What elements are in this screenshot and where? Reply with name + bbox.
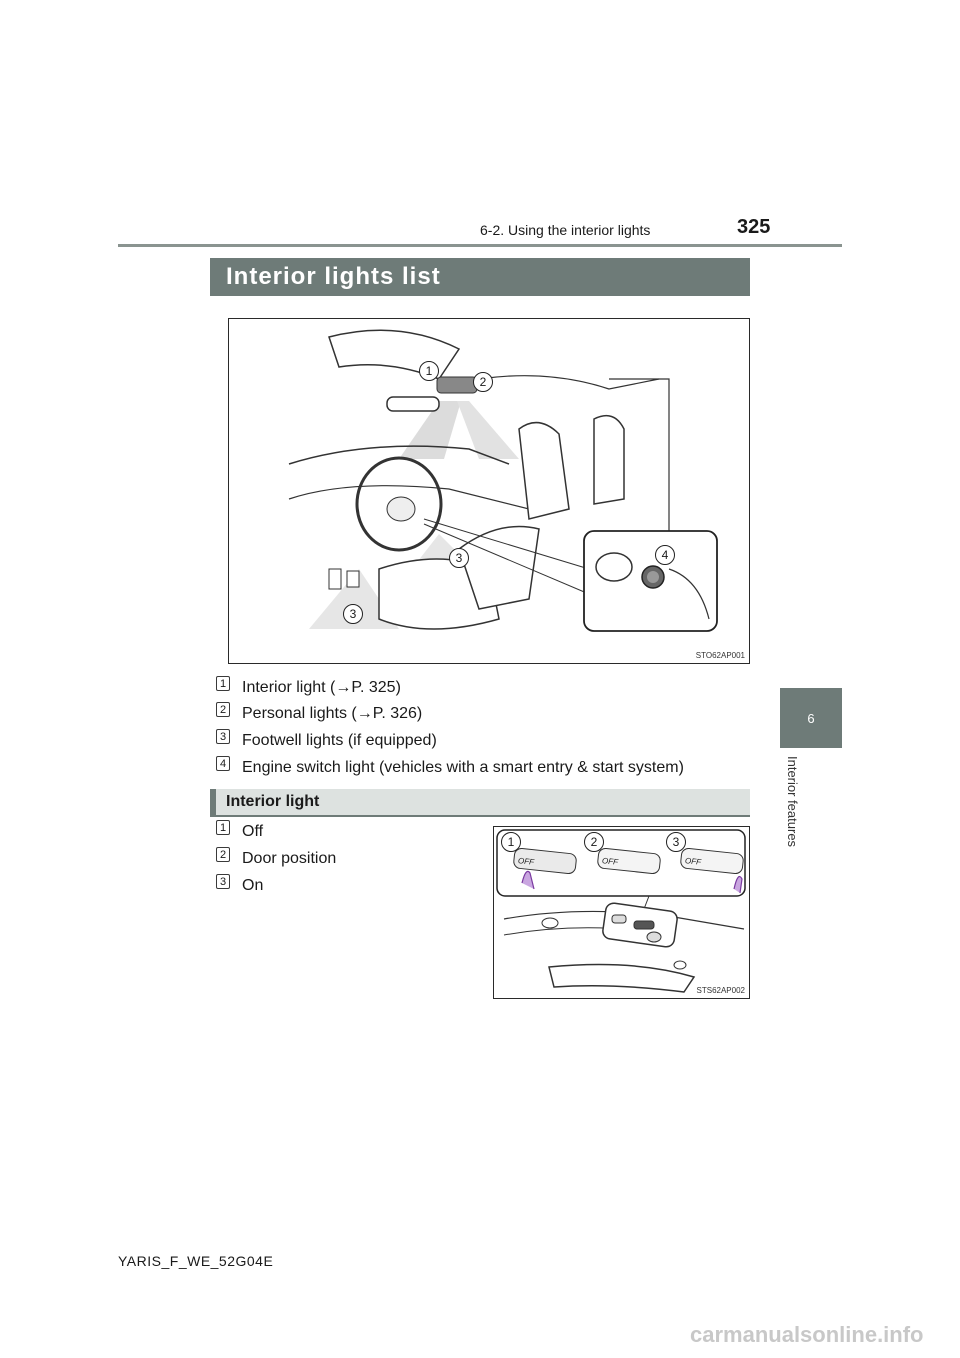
chapter-title: Interior features [785,756,800,848]
list-number: 1 [216,820,230,835]
list-item: Off [242,823,264,840]
list-number: 3 [216,874,230,889]
list-number: 4 [216,756,230,771]
callout-2: 2 [584,832,604,852]
switch-off-label: OFF [601,856,619,867]
header-rule [118,244,842,247]
list-item: Door position [242,850,337,867]
callout-3b: 3 [343,604,363,624]
subsection-title-text: Interior light [226,793,320,810]
figure-interior-light-switch: OFF OFF OFF 1 2 3 STS62AP002 [493,826,750,999]
interior-light-illustration [496,829,746,993]
chapter-number: 6 [807,710,815,726]
list-item: Personal lights (→P. 326) [242,705,423,722]
list-number: 1 [216,676,230,691]
chapter-tab[interactable]: 6 [780,688,842,748]
list-number: 2 [216,847,230,862]
callout-1: 1 [501,832,521,852]
list-item: Interior light (→P. 325) [242,679,401,696]
callout-1: 1 [419,361,439,381]
list-item: Footwell lights (if equipped) [242,732,437,749]
manual-code: YARIS_F_WE_52G04E [118,1253,274,1269]
switch-off-label: OFF [517,856,535,867]
figure-code: STO62AP001 [695,651,745,660]
callout-3a: 3 [449,548,469,568]
list-number: 2 [216,702,230,717]
list-item: On [242,877,264,894]
callout-2: 2 [473,372,493,392]
page-title: Interior lights list [210,258,750,296]
section-heading: 6-2. Using the interior lights [480,222,651,238]
page-number: 325 [737,216,771,238]
callout-4: 4 [655,545,675,565]
callout-3: 3 [666,832,686,852]
list-item: Engine switch light (vehicles with a sma… [242,759,684,776]
list-number: 3 [216,729,230,744]
subsection-title: Interior light [210,789,750,817]
page-title-text: Interior lights list [226,263,441,290]
watermark[interactable]: carmanualsonline.info [690,1322,924,1347]
figure-code: STS62AP002 [696,986,745,995]
car-interior-illustration [288,329,718,632]
figure-interior-overview: 1 2 3 3 4 STO62AP001 [228,318,750,664]
switch-off-label: OFF [684,856,702,867]
